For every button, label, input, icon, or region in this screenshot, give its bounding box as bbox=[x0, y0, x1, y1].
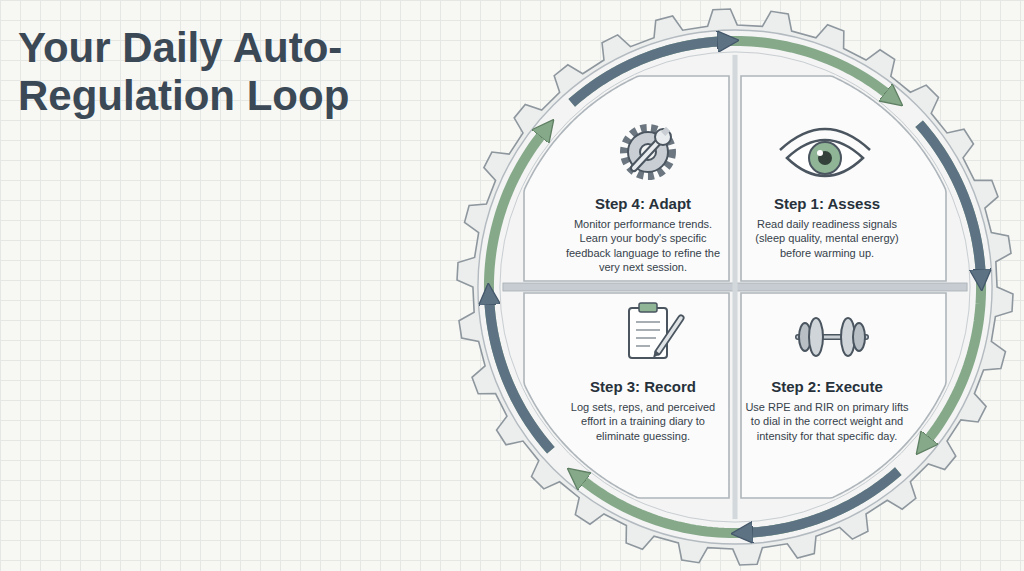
wrench-handle bbox=[634, 140, 660, 168]
panel-border bbox=[741, 293, 946, 498]
dumbbell-icon bbox=[798, 318, 866, 356]
step-description: Read daily readiness signals (sleep qual… bbox=[745, 217, 910, 260]
wrench-handle-inner bbox=[634, 140, 660, 168]
step-description: Log sets, reps, and perceived effort in … bbox=[561, 400, 726, 443]
eye-outline bbox=[787, 140, 863, 176]
gear-teeth bbox=[457, 9, 1013, 565]
icon-gear-hole bbox=[640, 144, 656, 160]
panel-outline bbox=[524, 293, 729, 498]
wrench-head bbox=[655, 129, 671, 145]
edge-group bbox=[489, 41, 981, 533]
panel-border bbox=[524, 293, 729, 498]
panel-border bbox=[524, 76, 729, 281]
panel-text: Step 3: RecordLog sets, reps, and percei… bbox=[561, 378, 726, 443]
eye-pupil bbox=[818, 151, 832, 165]
step-heading: Step 1: Assess bbox=[745, 195, 910, 212]
clipboard-line bbox=[636, 321, 660, 323]
eye-highlight bbox=[817, 150, 823, 156]
step-panel: Step 3: RecordLog sets, reps, and percei… bbox=[524, 293, 729, 498]
clipboard-line bbox=[636, 329, 660, 331]
gear-inner-ring bbox=[500, 52, 970, 522]
cross-bar bbox=[733, 55, 738, 519]
step-panel: Step 1: AssessRead daily readiness signa… bbox=[741, 76, 946, 281]
gear-ring bbox=[478, 30, 992, 544]
icon-gear-teeth bbox=[624, 128, 672, 176]
pencil-tip bbox=[653, 350, 660, 358]
wrench-notch bbox=[661, 127, 670, 136]
clipboard-icon bbox=[629, 303, 681, 358]
step-description: Monitor performance trends. Learn your b… bbox=[561, 217, 726, 274]
clipboard-board bbox=[629, 308, 667, 358]
clipboard-clip bbox=[639, 303, 657, 312]
step-description: Use RPE and RIR on primary lifts to dial… bbox=[745, 400, 910, 443]
gear-wrench-icon bbox=[624, 127, 672, 176]
panel-border bbox=[741, 76, 946, 281]
step-heading: Step 4: Adapt bbox=[561, 195, 726, 212]
dumbbell-bar-core bbox=[798, 336, 866, 339]
icon-gear-body bbox=[628, 132, 668, 172]
eye-lid bbox=[780, 129, 870, 150]
arrow-segment-group bbox=[489, 41, 980, 532]
panel-text: Step 1: AssessRead daily readiness signa… bbox=[745, 195, 910, 260]
title: Your Daily Auto-Regulation Loop bbox=[18, 24, 408, 121]
step-panel: Step 4: AdaptMonitor performance trends.… bbox=[524, 76, 729, 281]
eye-iris bbox=[809, 142, 841, 174]
panel-text: Step 4: AdaptMonitor performance trends.… bbox=[561, 195, 726, 274]
pencil-body bbox=[658, 318, 681, 352]
panel-text: Step 2: ExecuteUse RPE and RIR on primar… bbox=[745, 378, 910, 443]
dumbbell-plate bbox=[853, 323, 865, 351]
panel-outline bbox=[741, 293, 946, 498]
gear bbox=[457, 9, 1013, 565]
clipboard-line bbox=[636, 345, 650, 347]
pencil-core bbox=[658, 318, 681, 352]
dumbbell-plate bbox=[809, 318, 823, 356]
dumbbell-plate bbox=[841, 318, 855, 356]
step-heading: Step 2: Execute bbox=[745, 378, 910, 395]
dumbbell-bar bbox=[798, 334, 866, 340]
step-panel: Step 2: ExecuteUse RPE and RIR on primar… bbox=[741, 293, 946, 498]
dumbbell-plate bbox=[799, 323, 811, 351]
clipboard-line bbox=[636, 337, 656, 339]
step-heading: Step 3: Record bbox=[561, 378, 726, 395]
eye-icon bbox=[780, 129, 870, 176]
